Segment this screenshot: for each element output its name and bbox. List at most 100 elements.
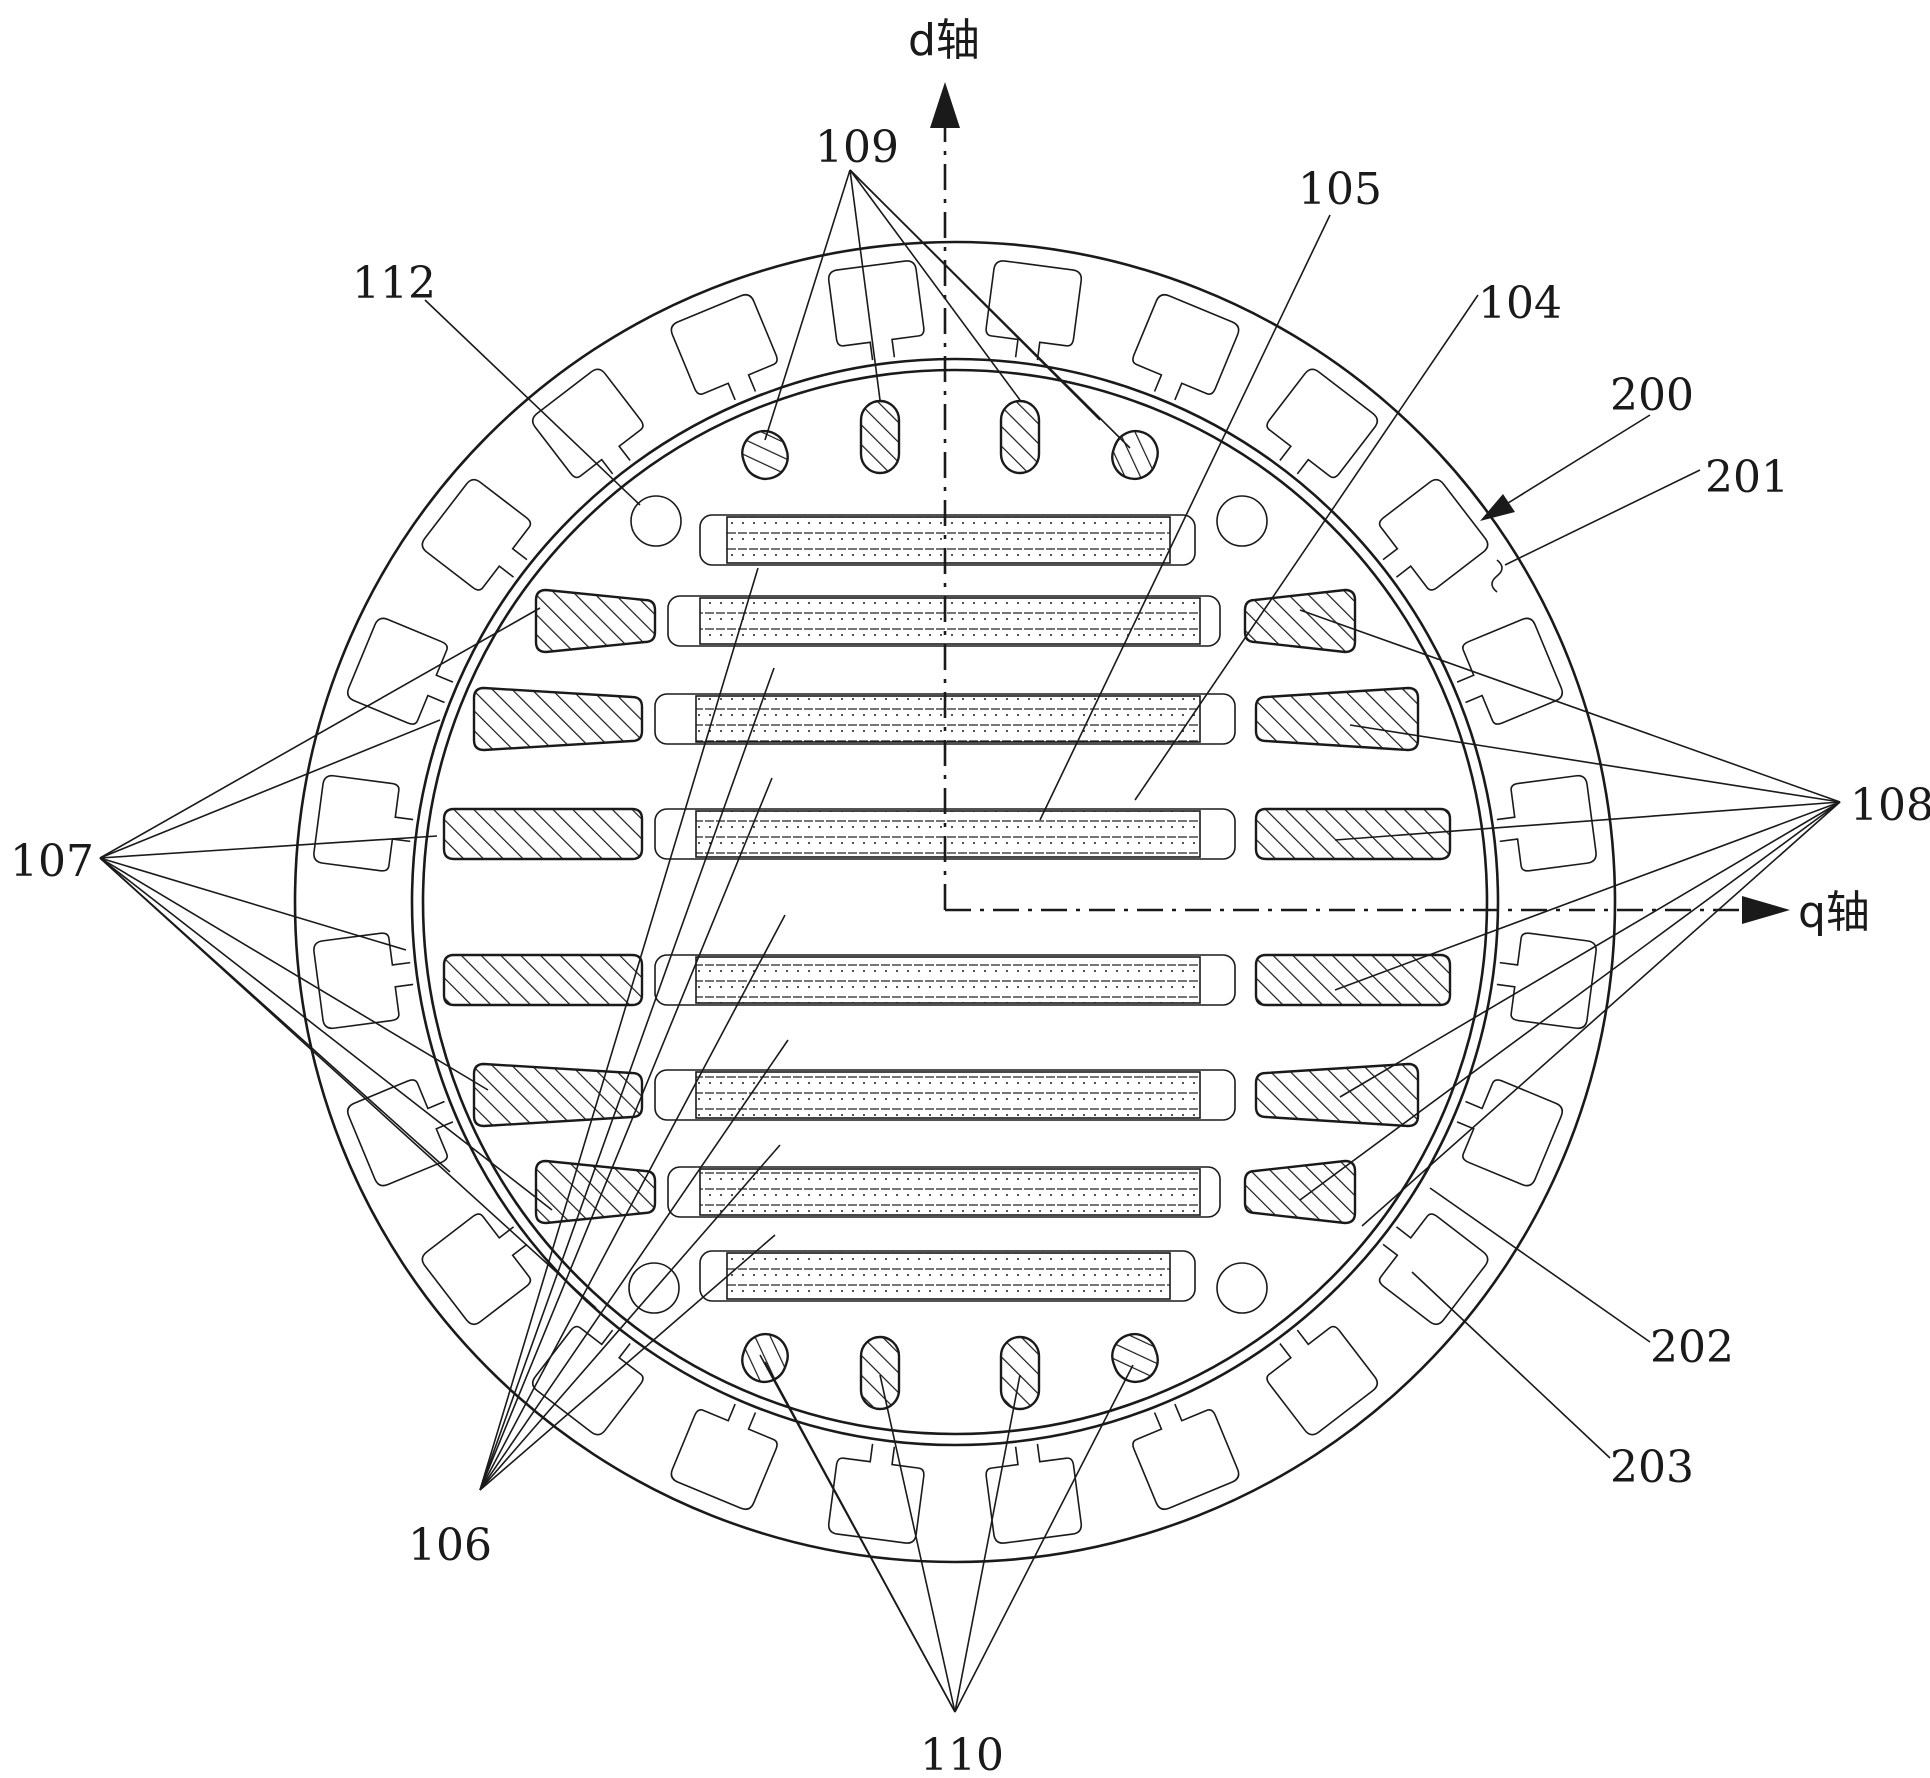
hatched-slot-right — [1254, 953, 1452, 1007]
flux-barrier-slot — [654, 954, 1236, 1006]
stator — [293, 240, 1617, 1564]
d-axis-label: d轴 — [908, 15, 980, 66]
stator-slot — [1496, 932, 1597, 1030]
leader-108 — [1334, 801, 1841, 991]
flux-barrier-slot — [699, 514, 1196, 566]
leader-107 — [99, 607, 541, 859]
hatched-slot-left — [472, 686, 644, 752]
stator-slot — [827, 1443, 925, 1544]
leader-201 — [1504, 469, 1701, 566]
leader-109 — [849, 169, 1021, 401]
flux-barrier-slot — [699, 1250, 1196, 1302]
leader-108 — [1339, 801, 1841, 1098]
permanent-magnet — [695, 695, 1201, 743]
permanent-magnet — [695, 956, 1201, 1004]
labels: d轴 q轴 109 105 104 112 200 201 107 108 20… — [10, 15, 1930, 1778]
leader-106 — [479, 777, 773, 1491]
stator-slot — [313, 774, 414, 872]
rotor — [421, 368, 1489, 1436]
label-106: 106 — [408, 1520, 492, 1571]
label-110: 110 — [920, 1730, 1004, 1778]
permanent-magnet — [699, 597, 1201, 645]
leader-106 — [479, 914, 786, 1491]
leader-108 — [1334, 801, 1841, 841]
leader-202 — [1429, 1187, 1651, 1343]
stator-slot — [531, 368, 644, 479]
leader-106 — [479, 567, 759, 1491]
hatched-slot-left — [472, 1062, 644, 1128]
stator-slot — [827, 260, 925, 361]
stator-slot — [985, 260, 1083, 361]
leader-104 — [1134, 294, 1479, 801]
d-axis-arrow — [930, 82, 960, 128]
permanent-magnet — [699, 1168, 1201, 1216]
permanent-magnet — [726, 516, 1171, 564]
stator-slot — [1496, 774, 1597, 872]
leader-109 — [764, 169, 851, 441]
hatched-slot-left — [534, 588, 657, 654]
permanent-magnet — [726, 1252, 1171, 1300]
stator-slot — [421, 478, 532, 591]
permanent-magnet — [695, 810, 1201, 858]
leader-107 — [99, 857, 597, 1309]
stator-slot — [531, 1325, 644, 1436]
small-hatched-slot-top — [999, 399, 1041, 475]
stator-slot — [421, 1213, 532, 1326]
leader-109 — [849, 169, 1131, 449]
leader-203 — [1411, 1271, 1611, 1459]
round-hole — [628, 1262, 680, 1314]
hatched-slot-right — [1243, 1159, 1357, 1225]
leader-106 — [479, 1039, 789, 1491]
leader-107 — [99, 719, 441, 859]
leader-112 — [424, 299, 641, 506]
stator-slot — [1378, 478, 1489, 591]
stator-slot — [670, 293, 778, 401]
small-hatched-slot-bottom — [859, 1335, 901, 1411]
axes — [930, 82, 1790, 924]
q-axis-arrow — [1742, 896, 1790, 924]
label-112: 112 — [352, 258, 436, 309]
leader-107 — [99, 857, 407, 951]
leader-110 — [954, 1374, 1021, 1713]
hatched-slot-left — [442, 953, 644, 1007]
stator-slot — [1378, 1213, 1489, 1326]
label-105: 105 — [1298, 164, 1382, 215]
rotor-parts — [442, 399, 1452, 1411]
leader-106 — [479, 667, 775, 1491]
leader-108 — [1299, 609, 1841, 803]
small-hatched-slot-bottom — [741, 1332, 789, 1384]
round-hole — [1216, 495, 1268, 547]
stator-slot — [1266, 368, 1379, 479]
stator-slot — [1456, 1079, 1564, 1187]
leader-107 — [99, 857, 489, 1091]
hatched-slot-right — [1243, 588, 1357, 654]
leader-110 — [954, 1364, 1134, 1713]
leader-110 — [759, 1354, 956, 1713]
leader-107 — [99, 835, 438, 859]
stator-slot — [1266, 1325, 1379, 1436]
stator-slot — [1456, 617, 1564, 725]
label-108: 108 — [1850, 780, 1930, 831]
hatched-slot-right — [1254, 1062, 1420, 1128]
leader-109 — [849, 169, 881, 401]
stator-slot — [1132, 1403, 1240, 1511]
small-hatched-slot-top — [741, 429, 789, 481]
stator-slot — [985, 1443, 1083, 1544]
small-hatched-slot-top — [1111, 429, 1159, 481]
leader-200 — [1499, 414, 1651, 509]
hatched-slot-left — [442, 807, 644, 861]
leader-105 — [1039, 214, 1331, 821]
stator-slot — [670, 1403, 778, 1511]
hatched-slot-left — [534, 1159, 657, 1225]
stator-slots — [313, 260, 1597, 1544]
leader-107 — [99, 857, 553, 1211]
label-202: 202 — [1650, 1322, 1734, 1373]
flux-barrier-slot — [667, 1166, 1221, 1218]
leader-lines — [99, 169, 1841, 1713]
label-200: 200 — [1610, 370, 1694, 421]
stator-slot — [346, 617, 454, 725]
label-109: 109 — [815, 122, 899, 173]
label-201: 201 — [1705, 452, 1789, 503]
leader-108 — [1349, 724, 1841, 803]
flux-barrier-slot — [654, 1069, 1236, 1121]
